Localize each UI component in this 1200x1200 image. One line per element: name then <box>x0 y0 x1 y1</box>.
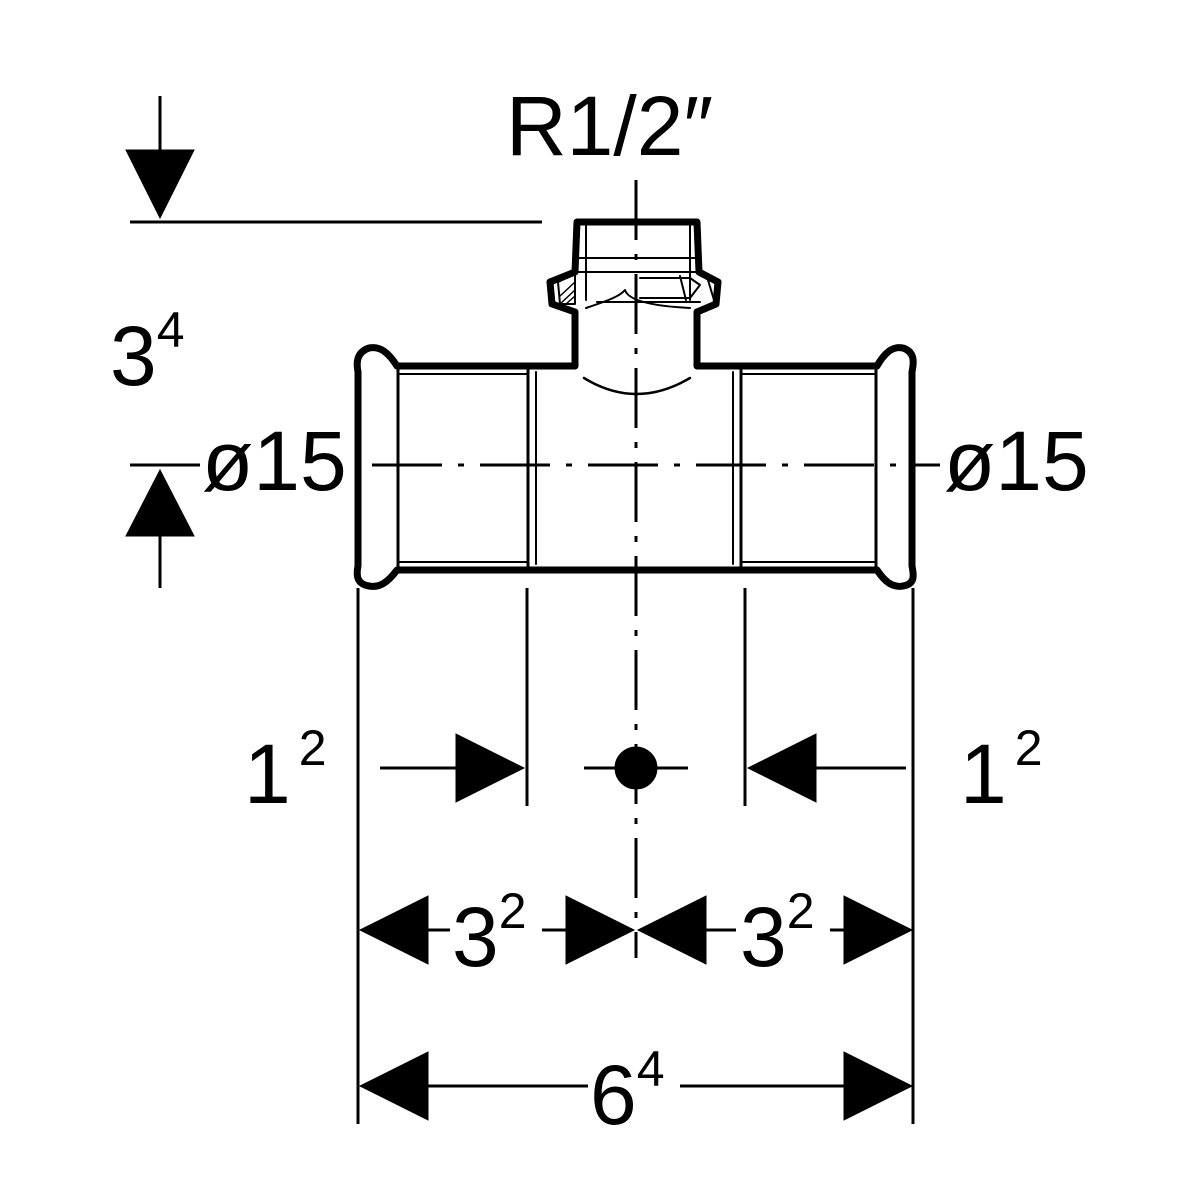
arrow-left-icon <box>746 733 817 803</box>
left-half-length-label: 32 <box>452 883 527 984</box>
arrow-up-icon <box>125 468 195 537</box>
extension-lines <box>356 588 915 1124</box>
height-dimension <box>125 96 542 588</box>
socket-depth-dimensions <box>380 733 906 803</box>
left-diameter-label: ø15 <box>202 414 347 508</box>
right-diameter-label: ø15 <box>944 414 1089 508</box>
centerlines <box>372 180 940 958</box>
total-length-dimension <box>358 1051 914 1121</box>
arrow-right-icon <box>455 733 526 803</box>
right-half-length-label: 32 <box>740 883 815 984</box>
total-length-label: 64 <box>590 1041 665 1142</box>
thread-size-label: R1/2″ <box>506 79 713 173</box>
fitting-outline <box>353 218 917 590</box>
height-dimension-label: 34 <box>110 302 185 403</box>
arrow-down-icon <box>125 149 195 220</box>
fitting-body <box>353 218 917 590</box>
branch-center-dot <box>614 746 658 790</box>
half-length-dimensions <box>358 895 914 965</box>
